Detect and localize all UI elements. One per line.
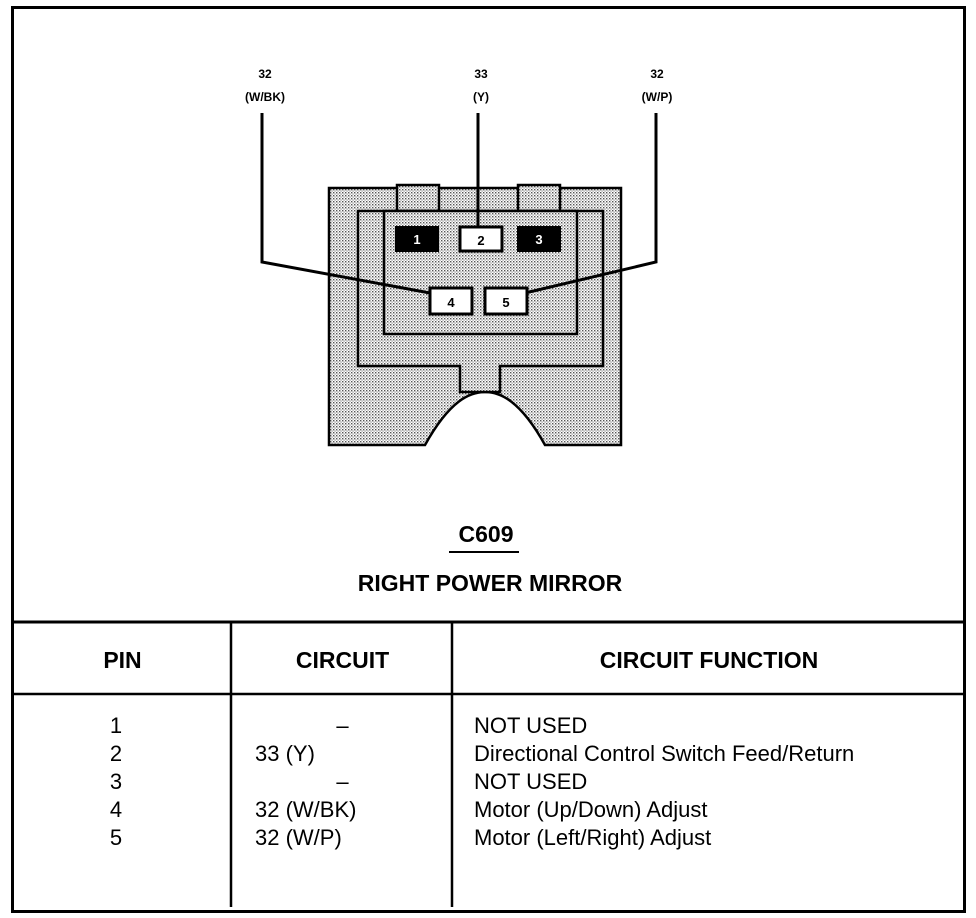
svg-text:3: 3 [535,232,542,247]
circuit-cell: – [336,769,349,794]
pin-column: 1 2 3 4 5 [14,712,218,852]
pin-cell: 3 [109,769,123,794]
pin-2: 2 [458,225,504,253]
wire-label-32-wp: 32 (W/P) [617,63,697,109]
pin-cell: 1 [109,713,123,738]
circuit-cell: 32 (W/P) [255,825,342,850]
function-cell: Motor (Left/Right) Adjust [474,825,712,850]
connector-id-underline [449,551,519,553]
diagram-frame [11,6,966,913]
function-cell: Directional Control Switch Feed/Return [474,741,855,766]
svg-text:4: 4 [447,295,455,310]
circuit-cell: – [336,713,349,738]
pin-cell: 5 [109,825,123,850]
svg-text:1: 1 [413,232,420,247]
housing-tab-right [516,183,562,213]
connector-id: C609 [458,521,514,547]
connector-name: RIGHT POWER MIRROR [357,570,623,596]
circuit-cell: 32 (W/BK) [255,797,357,822]
wire-color-code: (W/BK) [245,90,285,104]
header-pin: PIN [103,647,142,673]
wire-circuit-number: 32 [258,67,272,81]
function-cell: NOT USED [474,713,588,738]
pin-5: 5 [483,286,529,316]
function-cell: NOT USED [474,769,588,794]
wire-32-wp [524,113,658,295]
svg-text:5: 5 [502,295,509,310]
housing-tab-left [395,183,441,213]
svg-text:2: 2 [477,233,484,248]
header-circuit-function: CIRCUIT FUNCTION [599,647,819,673]
pin-cell: 2 [109,741,123,766]
pin-3: 3 [517,226,561,252]
wire-label-33-y: 33 (Y) [441,63,521,109]
header-circuit: CIRCUIT [295,647,390,673]
wire-color-code: (W/P) [641,90,673,104]
wire-color-code: (Y) [473,90,489,104]
function-column: NOT USED Directional Control Switch Feed… [474,712,962,852]
wire-32-wbk [260,113,431,295]
wire-label-32-wbk: 32 (W/BK) [225,63,305,109]
wire-circuit-number: 32 [650,67,664,81]
function-cell: Motor (Up/Down) Adjust [474,797,708,822]
circuit-column: – 33 (Y) – 32 (W/BK) 32 (W/P) [233,712,452,852]
pin-cell: 4 [109,797,123,822]
circuit-cell: 33 (Y) [255,741,315,766]
pin-4: 4 [428,286,474,316]
wire-circuit-number: 33 [474,67,488,81]
pin-1: 1 [395,226,439,252]
